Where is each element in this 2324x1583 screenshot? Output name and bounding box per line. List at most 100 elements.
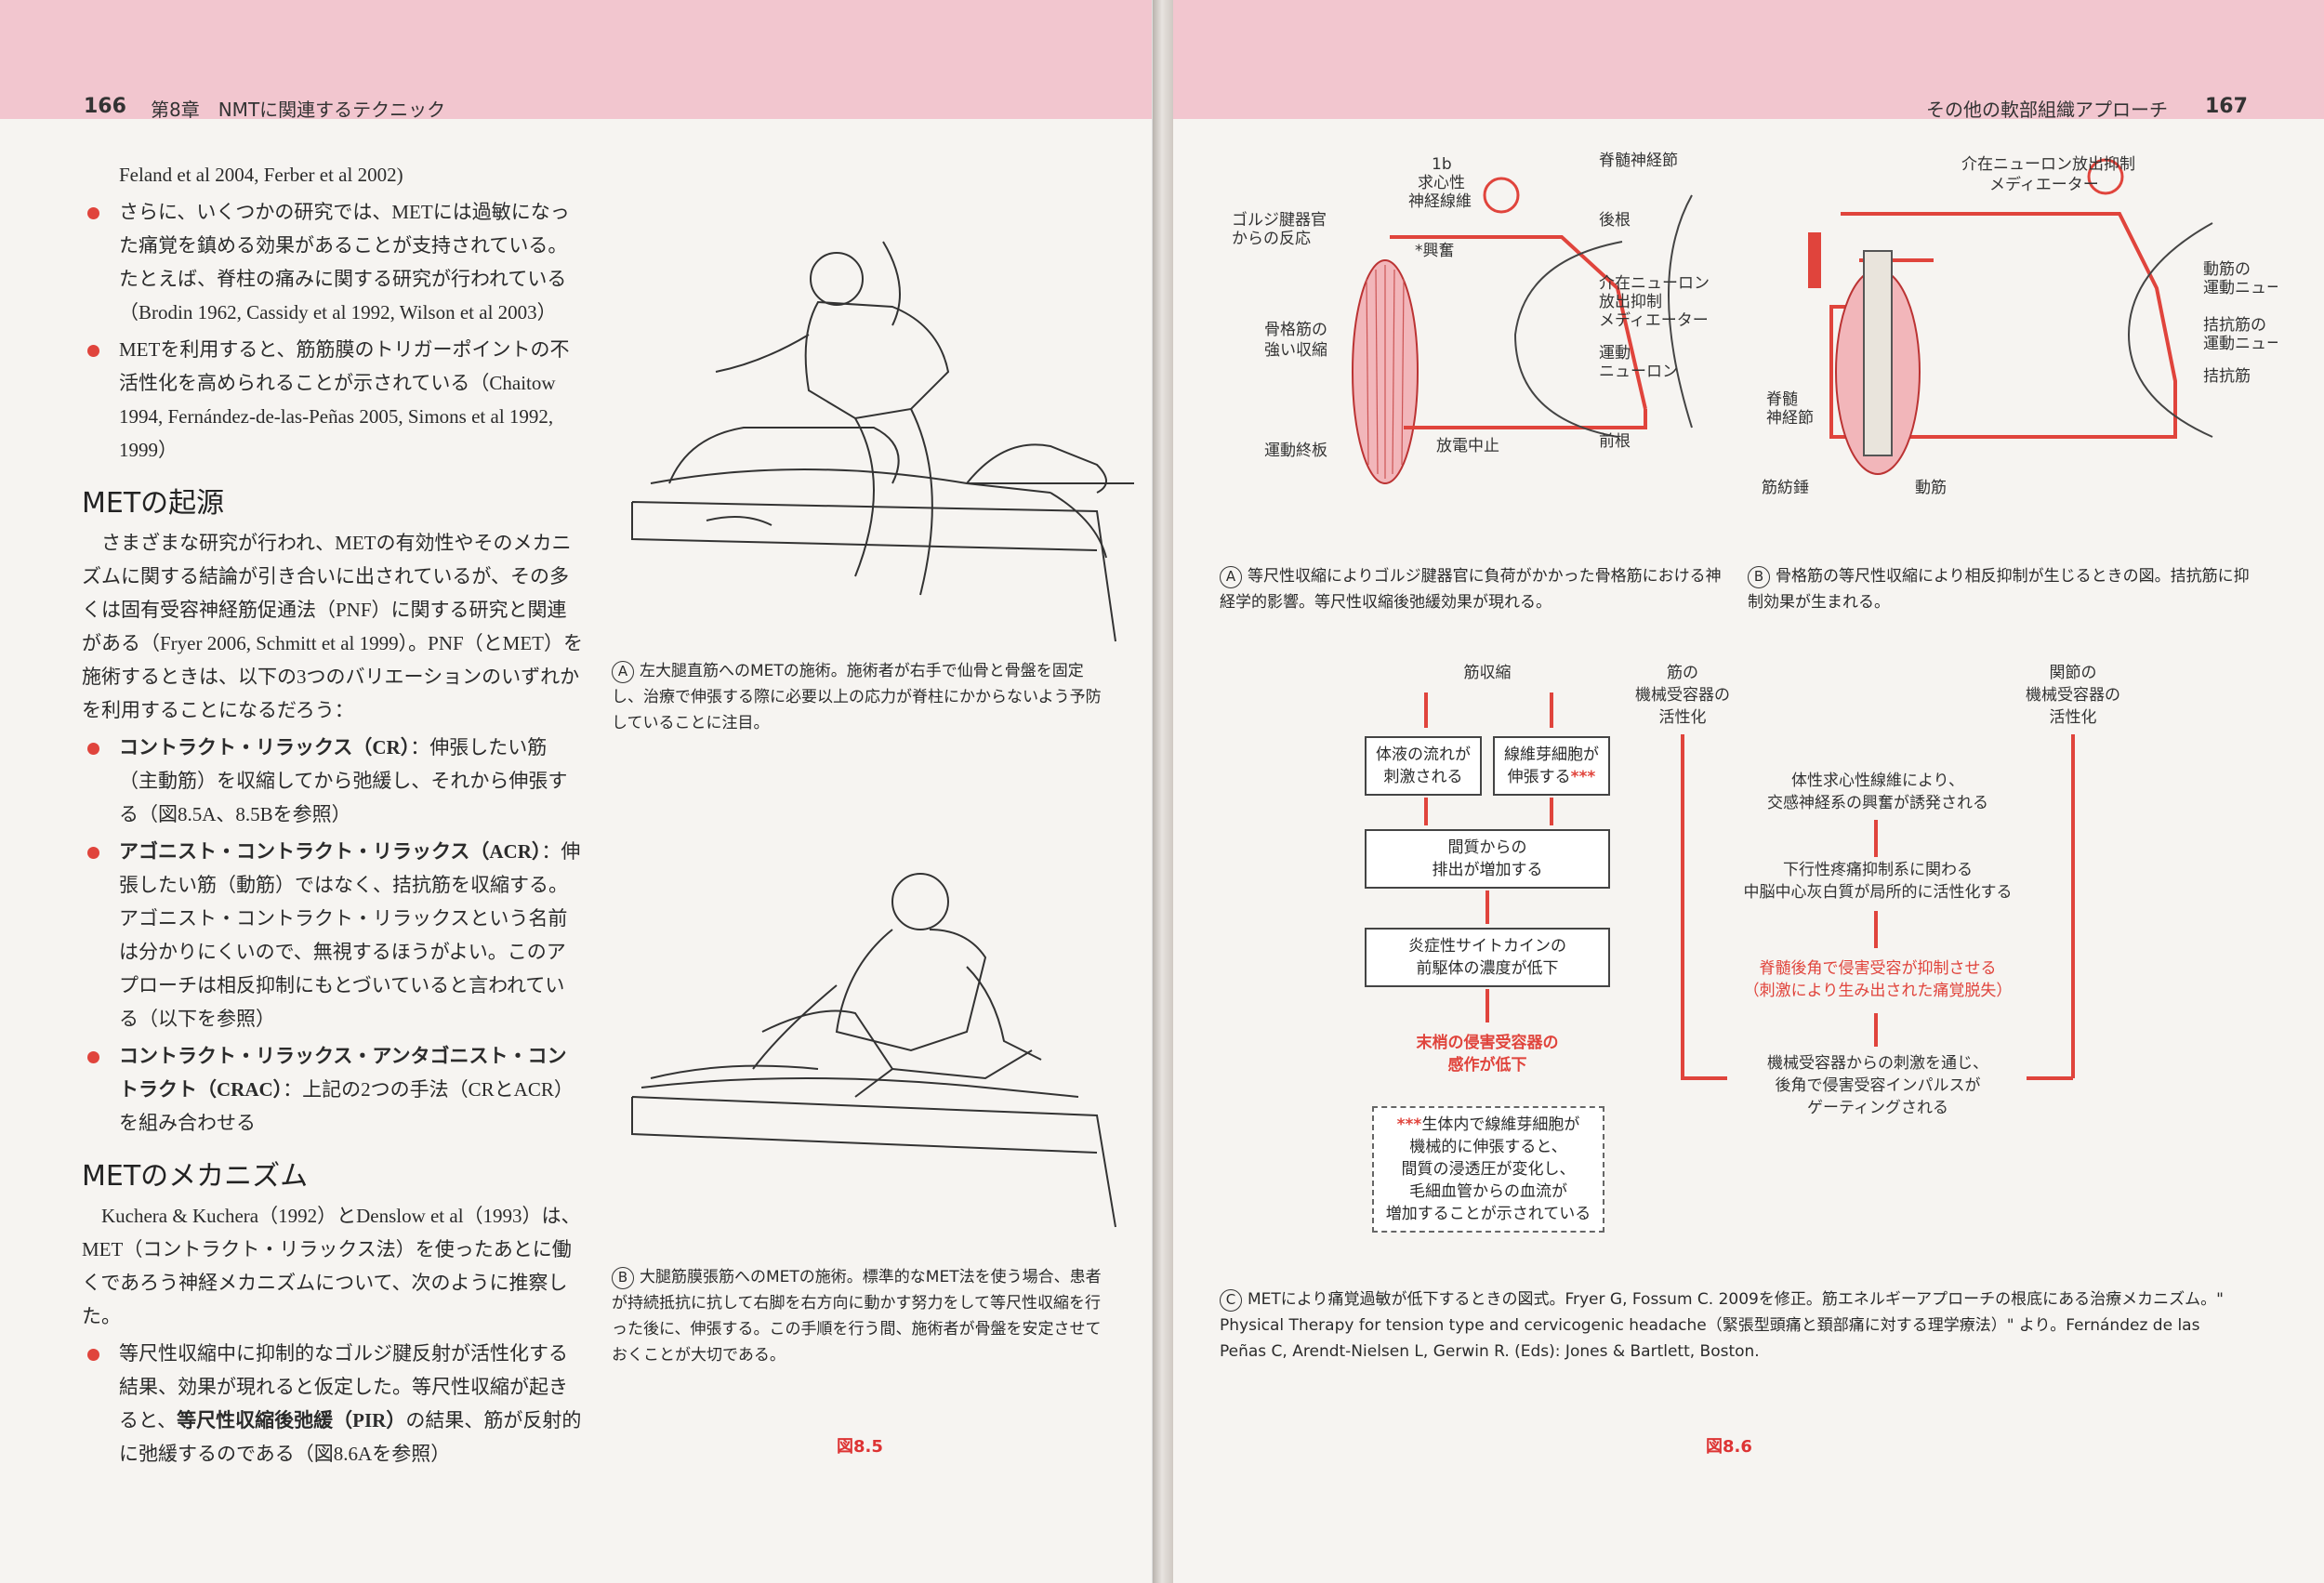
head-contraction: 筋収縮 — [1463, 664, 1512, 682]
arrow — [1681, 734, 1684, 1078]
illustration-met-rectus-femoris — [631, 241, 1134, 642]
term-text: ：伸張したい筋（動筋）ではなく、拮抗筋を収縮する。アゴニスト・コントラクト・リラ… — [119, 840, 581, 1030]
caption-label: A — [1220, 566, 1242, 588]
caption-label: B — [1748, 566, 1770, 588]
term-text: ：伸張したい筋（主動筋）を収縮してから弛緩し、それから伸張する（図8.5A、8.… — [119, 736, 568, 825]
label: 骨格筋の — [1264, 321, 1327, 339]
c-descending: 下行性疼痛抑制系に関わる 中脳中心灰白質が局所的に活性化する — [1743, 861, 2013, 902]
label: 前根 — [1599, 432, 1631, 451]
label: 筋紡錘 — [1762, 479, 1809, 497]
arrow — [1424, 798, 1428, 825]
figure-label: 図8.6 — [1706, 1437, 1752, 1457]
arrow — [2027, 1076, 2073, 1080]
term: コントラクト・リラックス・アンタゴニスト・コントラクト（CRAC） — [119, 1045, 567, 1101]
chapter-title: 第8章 NMTに関連するテクニック — [151, 99, 446, 121]
arrow — [1681, 1076, 1727, 1080]
term: コントラクト・リラックス（CR） — [119, 736, 411, 759]
illustration-met-tfl — [631, 873, 1116, 1228]
paragraph: さまざまな研究が行われ、METの有効性やそのメカニズムに関する結論が引き合いに出… — [82, 532, 583, 721]
note-box: ***生体内で線維芽細胞が 機械的に伸張すると、 間質の浸透圧が変化し、 毛細血… — [1372, 1106, 1604, 1233]
note-mark: *** — [1570, 768, 1596, 786]
header-band: 166 第8章 NMTに関連するテクニック — [0, 0, 1152, 121]
text: の結果、筋が反射的に弛緩するのである（図8.6Aを参照） — [119, 1409, 582, 1465]
arrow — [2071, 734, 2075, 1078]
list-item: 等尺性収縮中に抑制的なゴルジ腱反射が活性化する結果、効果が現れると仮定した。等尺… — [82, 1337, 584, 1471]
arrow — [1874, 820, 1878, 857]
body-text: Feland et al 2004, Ferber et al 2002) さら… — [82, 158, 584, 1474]
caption-label: A — [612, 661, 634, 683]
term: アゴニスト・コントラクト・リラックス（ACR） — [119, 840, 542, 863]
arrow — [1424, 693, 1428, 728]
page-number: 167 — [2205, 95, 2248, 118]
diagram-a: 1b 求心性 神経線維 ゴルジ腱器官 からの反応 *興奮 脊髄神経節 後根 介在… — [1232, 152, 1710, 484]
label: 放電中止 — [1436, 437, 1499, 455]
note-mark: *** — [1396, 1115, 1422, 1134]
label: *興奮 — [1415, 242, 1455, 260]
arrow — [1486, 890, 1489, 924]
chapter-title: その他の軟部組織アプローチ — [1926, 99, 2168, 121]
term: 等尺性収縮後弛緩（PIR） — [177, 1409, 406, 1431]
paragraph: Kuchera & Kuchera（1992）とDenslow et al（19… — [82, 1205, 581, 1327]
label: からの反応 — [1232, 230, 1311, 248]
arrow — [1550, 798, 1553, 825]
label: 後根 — [1599, 211, 1631, 230]
term-text: ：上記の2つの手法（CRとACR）を組み合わせる — [119, 1078, 574, 1134]
header-band: その他の軟部組織アプローチ 167 — [1173, 0, 2324, 121]
label: 強い収縮 — [1264, 341, 1327, 360]
note-text: 生体内で線維芽細胞が 機械的に伸張すると、 間質の浸透圧が変化し、 毛細血管から… — [1385, 1115, 1591, 1223]
label: 動筋 — [1915, 479, 1947, 497]
label: 1b — [1432, 155, 1452, 174]
page-number: 166 — [84, 95, 126, 118]
book-gutter — [1153, 0, 1173, 1583]
section-heading: METの起源 — [82, 487, 225, 520]
head-muscle-mech: 筋の 機械受容器の 活性化 — [1635, 664, 1730, 727]
label: 運動終板 — [1264, 442, 1327, 460]
caption-text: 等尺性収縮によりゴルジ腱器官に負荷がかかった骨格筋における神経学的影響。等尺性収… — [1220, 567, 1722, 612]
caption-text: 大腿筋膜張筋へのMETの施術。標準的なMET法を使う場合、患者が持続抵抗に抗して… — [612, 1268, 1102, 1365]
list-item: コントラクト・リラックス（CR）：伸張したい筋（主動筋）を収縮してから弛緩し、そ… — [82, 731, 584, 831]
arrow — [1874, 911, 1878, 948]
list-item: METを利用すると、筋筋膜のトリガーポイントの不活性化を高められることが示されて… — [82, 333, 584, 467]
head-joint-mech: 関節の 機械受容器の 活性化 — [2026, 664, 2120, 727]
intro-line: Feland et al 2004, Ferber et al 2002) — [119, 164, 403, 186]
label: 動筋の — [2203, 260, 2251, 279]
label: 拮抗筋 — [2203, 367, 2251, 386]
c-sympathetic: 体性求心性線維により、 交感神経系の興奮が誘発される — [1767, 772, 1988, 812]
red-peripheral: 末梢の侵害受容器の 感作が低下 — [1416, 1034, 1559, 1075]
label: 神経線維 — [1408, 192, 1472, 211]
label: ゴルジ腱器官 — [1232, 210, 1327, 230]
label: メディエーター — [1599, 310, 1709, 330]
label: ニューロン — [1599, 363, 1678, 381]
label: メディエーター — [1989, 175, 2099, 194]
box-fluid: 体液の流れが 刺激される — [1365, 736, 1482, 796]
label: 放出抑制 — [1599, 293, 1662, 311]
arrow — [1874, 1013, 1878, 1047]
up-arrow-icon — [1808, 232, 1821, 288]
box-interstitial: 間質からの 排出が増加する — [1365, 829, 1610, 889]
box-cytokine: 炎症性サイトカインの 前駆体の濃度が低下 — [1365, 928, 1610, 987]
list-item: コントラクト・リラックス・アンタゴニスト・コントラクト（CRAC）：上記の2つの… — [82, 1039, 584, 1140]
neural-diagrams-ab: 1b 求心性 神経線維 ゴルジ腱器官 からの反応 *興奮 脊髄神経節 後根 介在… — [1232, 152, 2278, 497]
box-text: 線維芽細胞が 伸張する — [1504, 745, 1599, 786]
label: 運動 — [1599, 344, 1631, 363]
caption-text: 骨格筋の等尺性収縮により相反抑制が生じるときの図。拮抗筋に抑制効果が生まれる。 — [1748, 567, 2250, 612]
caption-text: 左大腿直筋へのMETの施術。施術者が右手で仙骨と骨盤を固定し、治療で伸張する際に… — [612, 662, 1102, 732]
label: 拮抗筋の — [2203, 316, 2266, 335]
label: 求心性 — [1418, 174, 1465, 192]
label: 脊髄 — [1766, 390, 1798, 409]
text: 等尺性収縮中に抑制的なゴルジ腱反射が活性化する結果、効果が現れると仮定した。等尺… — [119, 1342, 568, 1431]
c-gating: 機械受容器からの刺激を通じ、 後角で侵害受容インパルスが ゲーティングされる — [1767, 1054, 1988, 1117]
arrow — [1486, 989, 1489, 1022]
box-fibro: 線維芽細胞が 伸張する*** — [1493, 736, 1610, 796]
list-item: さらに、いくつかの研究では、METには過敏になった痛覚を鎮める効果があることが支… — [82, 195, 584, 329]
caption-text: METにより痛覚過敏が低下するときの図式。Fryer G, Fossum C. … — [1220, 1290, 2224, 1361]
red-dorsal: 脊髄後角で侵害受容が抑制させる （刺激により生み出された痛覚脱失） — [1743, 959, 2013, 1000]
